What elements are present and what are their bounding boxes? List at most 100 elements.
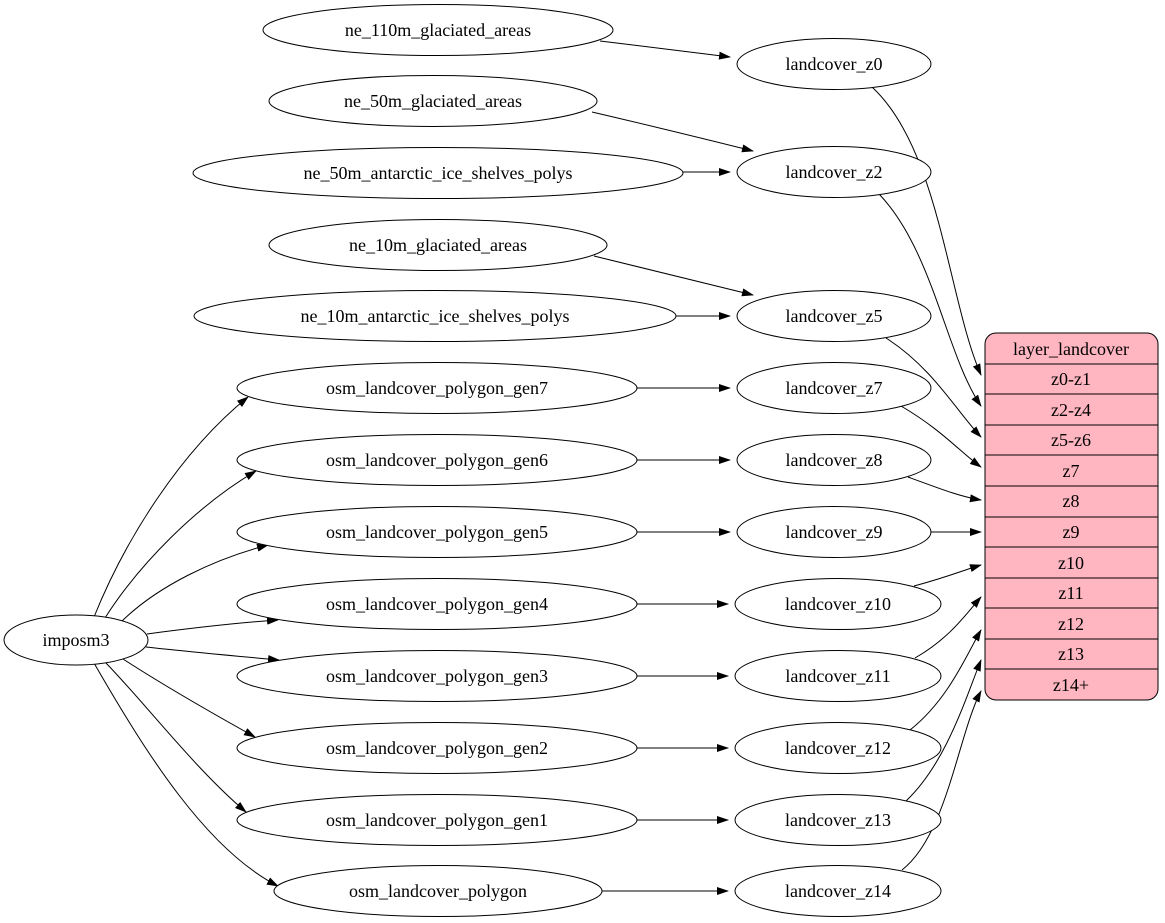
- node-landcover-z13: landcover_z13: [734, 794, 942, 846]
- edge-imposm3-gen1: [104, 661, 247, 813]
- node-imposm3-shape: [3, 614, 149, 666]
- edge-z14-row-z14plus: [901, 690, 982, 871]
- node-z5-label: landcover_z5: [786, 306, 883, 326]
- record-row-z9: z9: [1063, 522, 1080, 542]
- edge-z7-row-z7: [900, 405, 982, 468]
- node-gen5-shape: [236, 506, 638, 558]
- node-z10-label: landcover_z10: [785, 594, 891, 614]
- node-gen7-label: osm_landcover_polygon_gen7: [326, 378, 548, 398]
- node-ne10a-label: ne_10m_antarctic_ice_shelves_polys: [301, 306, 570, 326]
- record-dividers: [985, 363, 1158, 670]
- node-z9-label: landcover_z9: [786, 522, 883, 542]
- edge-z2-row-z2-z4: [878, 193, 982, 407]
- edge-z11-row-z11: [914, 596, 982, 659]
- node-ne10a-shape: [193, 290, 677, 342]
- node-z11-label: landcover_z11: [785, 666, 890, 686]
- node-gen6-shape: [236, 434, 638, 486]
- node-z2-shape: [736, 146, 932, 198]
- edge-ne110-z0: [599, 40, 731, 60]
- node-ne10g-label: ne_10m_glaciated_areas: [349, 235, 527, 255]
- edge-ne10g-z5: [593, 255, 754, 297]
- node-z8-shape: [736, 434, 932, 486]
- edge-z13-row-z13: [905, 659, 982, 802]
- node-z10-shape: [734, 578, 942, 630]
- node-imposm3: imposm3: [3, 614, 149, 666]
- record-row-z5-z6: z5-z6: [1051, 430, 1091, 450]
- node-z2-label: landcover_z2: [786, 162, 883, 182]
- node-landcover-z2: landcover_z2: [736, 146, 932, 198]
- node-ne10g-shape: [268, 219, 608, 271]
- node-z12-shape: [734, 722, 942, 774]
- edge-imposm3-gen4: [146, 616, 279, 635]
- edge-imposm3-gen2: [122, 658, 256, 738]
- node-gen2-label: osm_landcover_polygon_gen2: [326, 738, 548, 758]
- node-z12-label: landcover_z12: [785, 738, 891, 758]
- node-landcover-z8: landcover_z8: [736, 434, 932, 486]
- node-osm-landcover-polygon-gen5: osm_landcover_polygon_gen5: [236, 506, 638, 558]
- node-z9-shape: [736, 506, 932, 558]
- node-landcover-z7: landcover_z7: [736, 362, 932, 414]
- node-osm-landcover-polygon-gen7: osm_landcover_polygon_gen7: [236, 362, 638, 414]
- edge-imposm3-poly: [93, 662, 279, 887]
- node-ne-10m-antarctic-ice-shelves-polys: ne_10m_antarctic_ice_shelves_polys: [193, 290, 677, 342]
- edge-imposm3-gen6: [104, 470, 257, 619]
- record-row-z13: z13: [1058, 644, 1084, 664]
- node-osm-landcover-polygon-gen4: osm_landcover_polygon_gen4: [236, 578, 638, 630]
- node-z11-shape: [734, 650, 942, 702]
- node-gen4-shape: [236, 578, 638, 630]
- node-gen2-shape: [236, 722, 638, 774]
- node-z0-label: landcover_z0: [786, 54, 883, 74]
- edge-z8-row-z8: [907, 476, 982, 503]
- edge-z0-row-z0-z1: [871, 86, 982, 376]
- node-osm-landcover-polygon-gen2: osm_landcover_polygon_gen2: [236, 722, 638, 774]
- node-gen4-label: osm_landcover_polygon_gen4: [326, 594, 548, 614]
- node-poly-label: osm_landcover_polygon: [349, 881, 527, 901]
- node-imposm3-label: imposm3: [42, 630, 109, 650]
- edge-imposm3-gen3: [145, 646, 280, 663]
- record-title: layer_landcover: [1013, 339, 1129, 359]
- node-ne50g-label: ne_50m_glaciated_areas: [344, 91, 522, 111]
- node-z13-shape: [734, 794, 942, 846]
- node-poly-shape: [273, 865, 603, 917]
- node-ne50g-shape: [268, 75, 598, 127]
- node-z7-shape: [736, 362, 932, 414]
- node-z7-label: landcover_z7: [786, 378, 883, 398]
- node-gen3-label: osm_landcover_polygon_gen3: [326, 666, 548, 686]
- record-row-z7: z7: [1063, 461, 1080, 481]
- edge-ne50g-z2: [591, 111, 754, 153]
- edge-z5-row-z5-z6: [885, 337, 982, 438]
- nodes: imposm3 ne_110m_glaciated_areas ne_50m_g…: [3, 4, 942, 917]
- node-z13-label: landcover_z13: [785, 810, 891, 830]
- edge-imposm3-gen7: [93, 396, 249, 618]
- node-gen1-label: osm_landcover_polygon_gen1: [326, 810, 548, 830]
- node-gen3-shape: [236, 650, 638, 702]
- node-landcover-z5: landcover_z5: [736, 290, 932, 342]
- node-ne110-label: ne_110m_glaciated_areas: [345, 20, 531, 40]
- node-ne110-shape: [262, 4, 614, 56]
- record-row-z2-z4: z2-z4: [1051, 400, 1091, 420]
- node-gen7-shape: [236, 362, 638, 414]
- node-ne50a-label: ne_50m_antarctic_ice_shelves_polys: [304, 163, 573, 183]
- node-landcover-z14: landcover_z14: [734, 865, 942, 917]
- node-z0-shape: [736, 38, 932, 90]
- node-gen1-shape: [236, 794, 638, 846]
- node-osm-landcover-polygon: osm_landcover_polygon: [273, 865, 603, 917]
- edge-z12-row-z12: [909, 629, 982, 731]
- node-gen5-label: osm_landcover_polygon_gen5: [326, 522, 548, 542]
- node-ne-10m-glaciated-areas: ne_10m_glaciated_areas: [268, 219, 608, 271]
- record-row-z8: z8: [1063, 491, 1080, 511]
- node-osm-landcover-polygon-gen1: osm_landcover_polygon_gen1: [236, 794, 638, 846]
- node-landcover-z12: landcover_z12: [734, 722, 942, 774]
- node-landcover-z10: landcover_z10: [734, 578, 942, 630]
- node-osm-landcover-polygon-gen6: osm_landcover_polygon_gen6: [236, 434, 638, 486]
- edge-imposm3-gen5: [121, 543, 269, 622]
- record-row-z14plus: z14+: [1053, 675, 1089, 695]
- node-osm-landcover-polygon-gen3: osm_landcover_polygon_gen3: [236, 650, 638, 702]
- node-z8-label: landcover_z8: [786, 450, 883, 470]
- node-ne-50m-antarctic-ice-shelves-polys: ne_50m_antarctic_ice_shelves_polys: [192, 147, 684, 199]
- node-z5-shape: [736, 290, 932, 342]
- edges: [93, 40, 982, 895]
- record-row-z11: z11: [1058, 583, 1083, 603]
